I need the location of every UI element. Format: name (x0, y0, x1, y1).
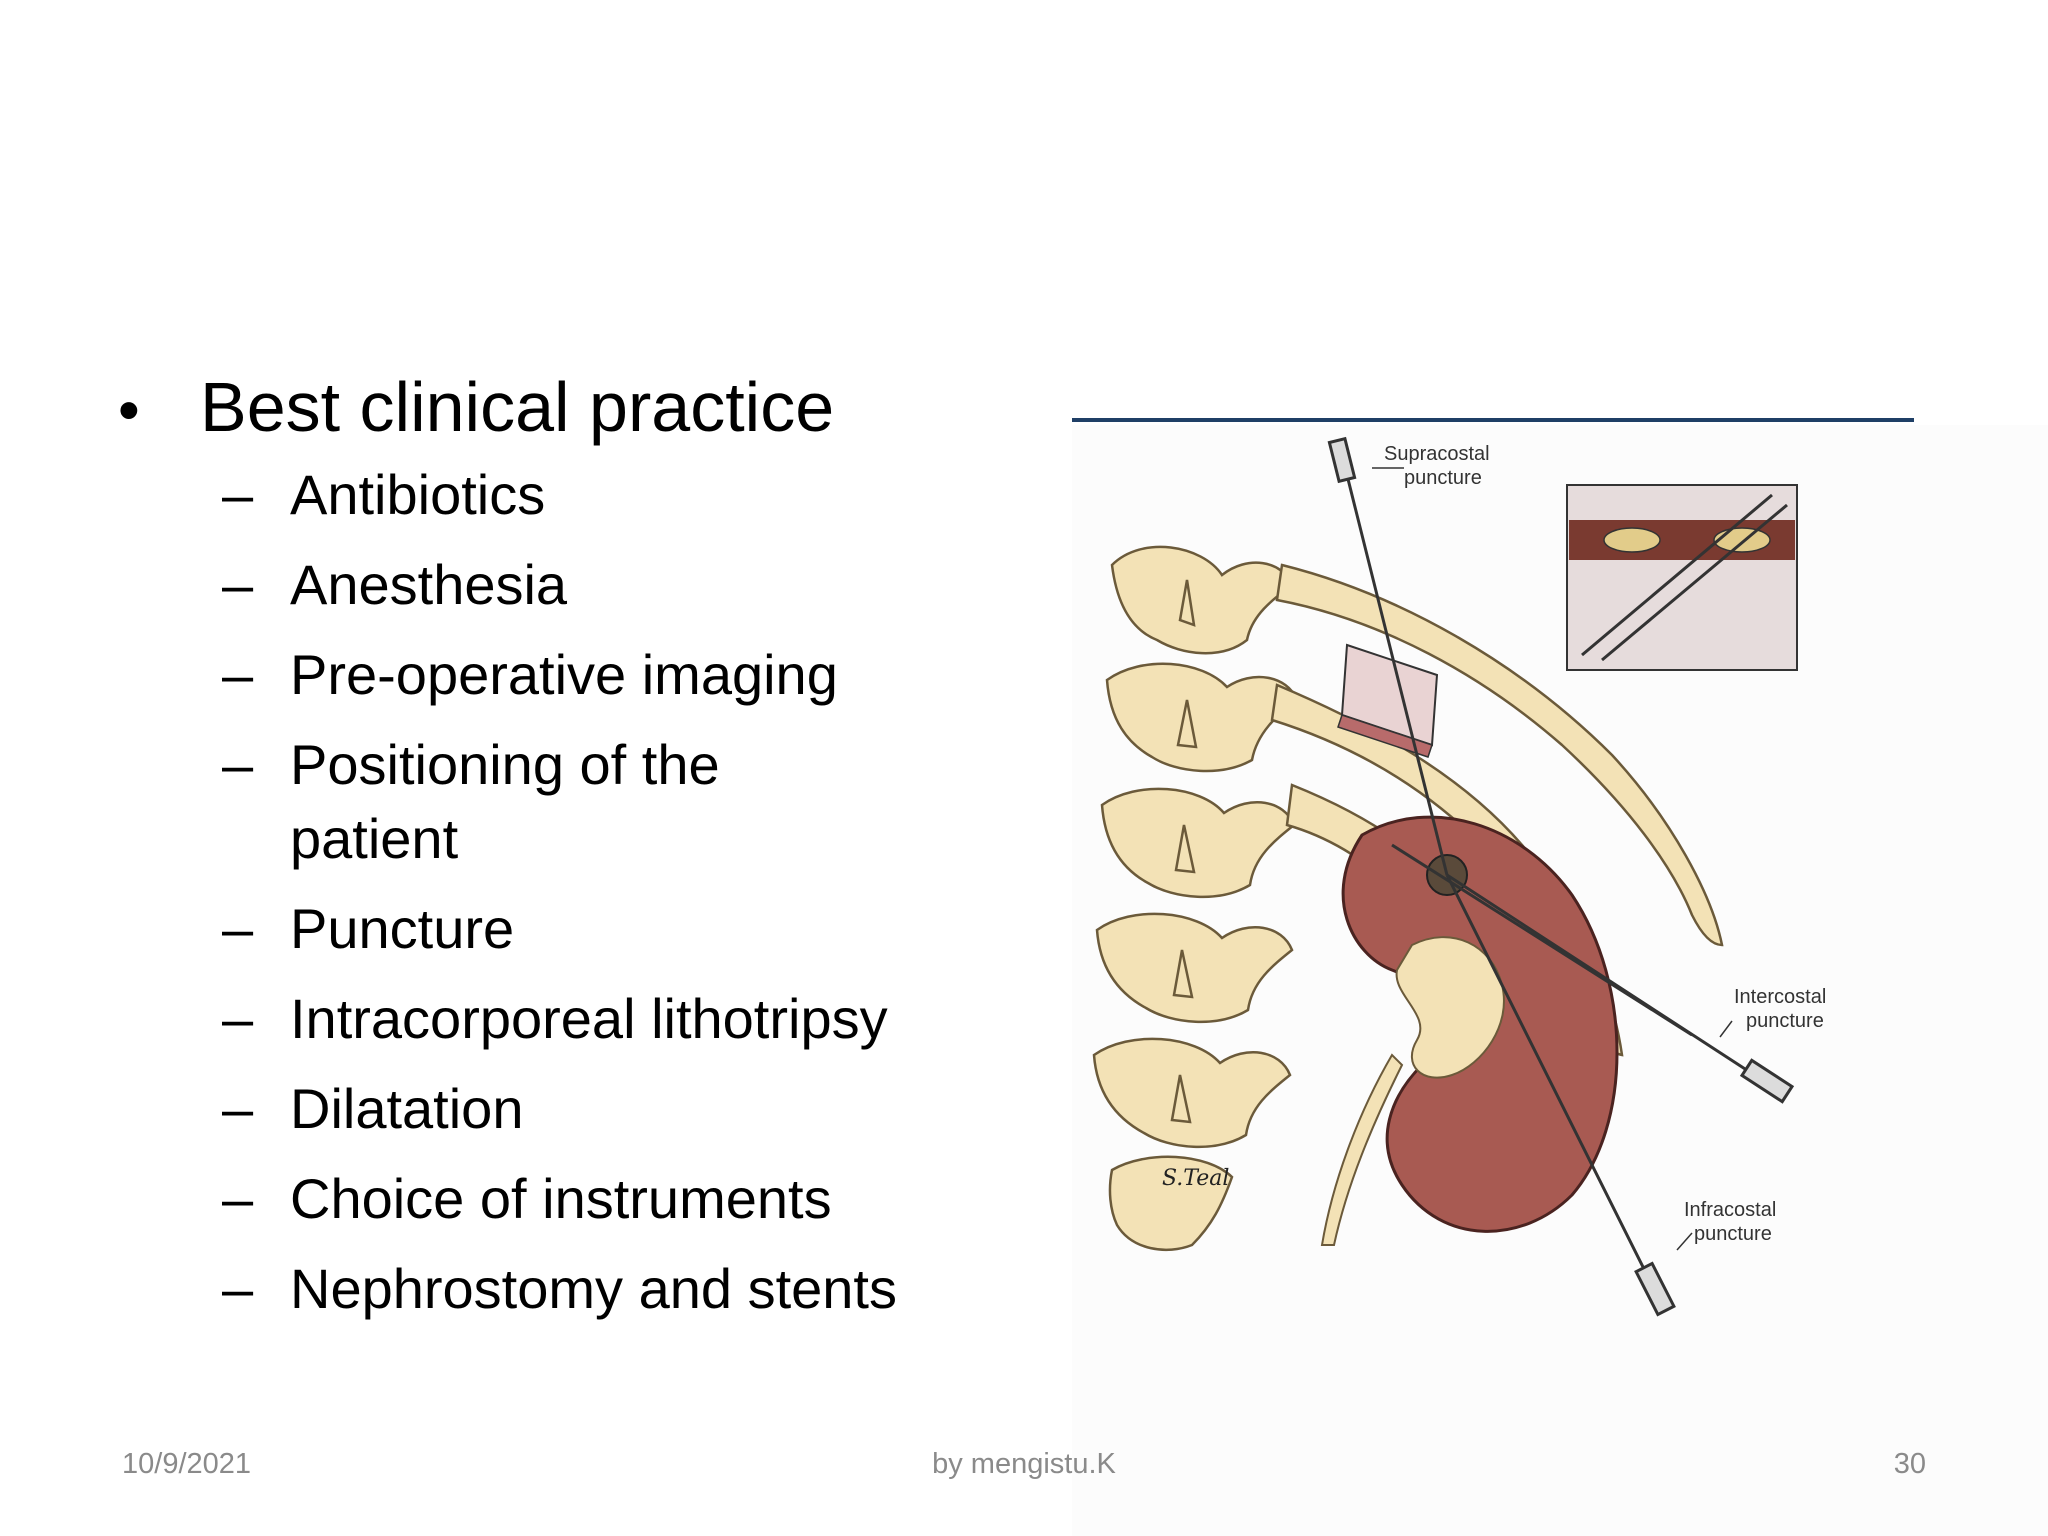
supracostal-label: Supracostal (1384, 443, 1490, 465)
sub-bullet-item: – Nephrostomy and stents (222, 1252, 1018, 1326)
puncture-needles (1327, 436, 1795, 1317)
dash-icon: – (222, 1077, 254, 1140)
kidney-illustration (1320, 815, 1619, 1246)
sub-bullet-text: Nephrostomy and stents (290, 1257, 897, 1320)
slide-body: • Best clinical practice – Antibiotics –… (118, 362, 1018, 1342)
supracostal-label-2: puncture (1404, 467, 1482, 489)
sub-bullet-text: Choice of instruments (290, 1167, 832, 1230)
sub-bullet-item: – Choice of instruments (222, 1162, 1018, 1236)
sub-bullet-list: – Antibiotics – Anesthesia – Pre-operati… (118, 458, 1018, 1326)
sub-bullet-text: Intracorporeal lithotripsy (290, 987, 888, 1050)
intercostal-label: Intercostal (1734, 986, 1826, 1008)
footer-date: 10/9/2021 (122, 1448, 252, 1480)
sub-bullet-item: – Positioning of the patient (222, 728, 782, 876)
sub-bullet-text: Pre-operative imaging (290, 643, 838, 706)
spine-illustration (1092, 545, 1299, 1252)
artist-signature: S.Teal (1162, 1166, 1229, 1191)
infracostal-label-2: puncture (1694, 1223, 1772, 1245)
intercostal-label-2: puncture (1746, 1010, 1824, 1032)
inset-cross-section (1566, 484, 1798, 671)
sub-bullet-text: Dilatation (290, 1077, 524, 1140)
dash-icon: – (222, 643, 254, 706)
kidney-puncture-illustration: Supracostal puncture Intercostal punctur… (1072, 425, 2048, 1536)
footer-author: by mengistu.K (932, 1448, 1116, 1480)
sub-bullet-text: Positioning of the patient (290, 733, 720, 870)
sub-bullet-item: – Puncture (222, 892, 1018, 966)
dash-icon: – (222, 897, 254, 960)
sub-bullet-item: – Dilatation (222, 1072, 1018, 1146)
sub-bullet-text: Puncture (290, 897, 515, 960)
dash-icon: – (222, 1167, 254, 1230)
tissue-block-illustration (1337, 643, 1439, 758)
figure-top-rule (1072, 418, 1914, 422)
sub-bullet-text: Antibiotics (290, 463, 546, 526)
dash-icon: – (222, 553, 254, 616)
sub-bullet-item: – Intracorporeal lithotripsy (222, 982, 1018, 1056)
dash-icon: – (222, 1257, 254, 1320)
main-bullet-text: Best clinical practice (200, 368, 835, 446)
sub-bullet-item: – Antibiotics (222, 458, 1018, 532)
sub-bullet-text: Anesthesia (290, 553, 568, 616)
sub-bullet-item: – Pre-operative imaging (222, 638, 1018, 712)
bullet-icon: • (118, 376, 140, 445)
main-bullet: • Best clinical practice (118, 362, 1018, 456)
dash-icon: – (222, 987, 254, 1050)
page-number: 30 (1893, 1448, 1926, 1480)
sub-bullet-item: – Anesthesia (222, 548, 1018, 622)
dash-icon: – (222, 463, 254, 526)
dash-icon: – (222, 733, 254, 796)
infracostal-label: Infracostal (1684, 1199, 1776, 1221)
